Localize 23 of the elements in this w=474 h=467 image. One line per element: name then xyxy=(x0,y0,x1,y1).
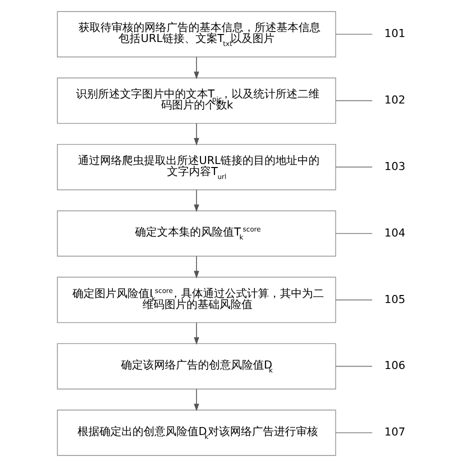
node-box: 确定图片风险值I$_{k}$$^{score}$，具体通过公式计算，其中为二维码图片的基础风险值 xyxy=(56,276,336,324)
node-box: 通过网络爬虫提取出所述URL链接的目的地址中的文字内容T$_{url}$ xyxy=(56,144,336,190)
node-box: 根据确定出的创意风险值D$_{k}$对该网络广告进行审核 xyxy=(56,410,336,456)
node-text: 103 xyxy=(384,160,405,173)
connector xyxy=(334,100,372,102)
node-text: 102 xyxy=(384,94,405,107)
node-text: 101 xyxy=(384,27,405,40)
arrow xyxy=(193,56,199,80)
node-text: 107 xyxy=(384,426,405,439)
connector xyxy=(334,166,372,168)
arrow xyxy=(193,388,199,412)
node-text: 105 xyxy=(384,292,405,306)
arrow xyxy=(193,189,199,212)
node-box: 获取待审核的网络广告的基本信息，所述基本信息包括URL链接、文案T$_{txt}$以及图片 xyxy=(56,11,336,58)
arrow xyxy=(193,256,199,278)
node-text: 106 xyxy=(384,359,405,372)
connector xyxy=(334,233,372,234)
arrow xyxy=(193,123,199,146)
node-text: 104 xyxy=(384,226,405,240)
connector xyxy=(334,432,372,434)
arrow xyxy=(193,322,199,345)
connector xyxy=(334,366,372,367)
connector xyxy=(334,34,372,35)
